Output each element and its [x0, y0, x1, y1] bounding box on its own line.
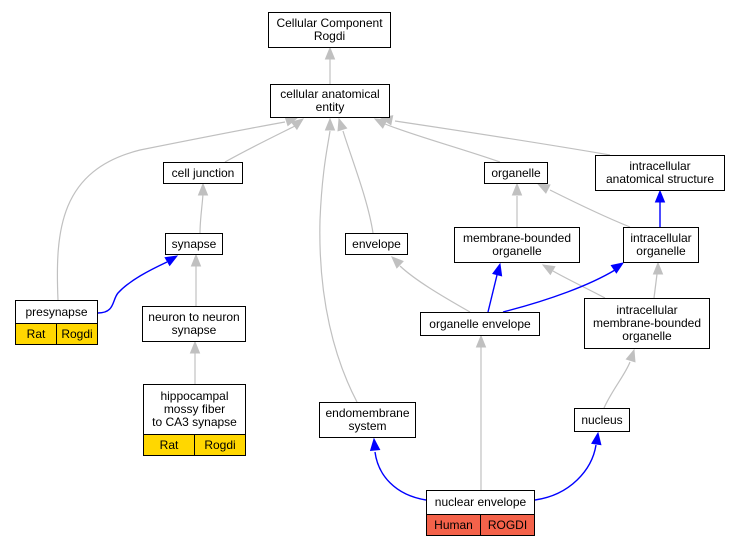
arrowhead — [290, 118, 305, 131]
node-label: nuclear envelope — [434, 495, 527, 509]
node-cellular-anatomical-entity[interactable]: cellular anatomical entity — [270, 84, 390, 118]
node-label: envelope — [352, 236, 401, 251]
node-nuclear-envelope[interactable]: nuclear envelope Human ROGDI — [426, 490, 535, 536]
node-cellular-component-root[interactable]: Cellular Component Rogdi — [268, 12, 391, 48]
node-label: organelle — [491, 165, 541, 180]
node-organelle[interactable]: organelle — [484, 162, 548, 184]
edge-organelle-to-cae — [373, 118, 501, 163]
node-label: endomembrane system — [325, 406, 410, 433]
node-endomembrane-system[interactable]: endomembrane system — [319, 402, 416, 438]
node-label: membrane-bounded organelle — [462, 231, 572, 258]
edge-ne-to-nucleus — [534, 431, 602, 501]
node-synapse[interactable]: synapse — [165, 233, 223, 255]
node-presynapse[interactable]: presynapse Rat Rogdi — [15, 300, 98, 345]
node-label: cellular anatomical entity — [280, 87, 380, 114]
arrowhead — [324, 46, 336, 60]
edges — [56, 46, 666, 501]
node-label: Cellular Component Rogdi — [276, 16, 383, 43]
node-intracellular-anatomical-structure[interactable]: intracellular anatomical structure — [595, 155, 725, 191]
arrowhead — [475, 334, 487, 348]
node-neuron-to-neuron-synapse[interactable]: neuron to neuron synapse — [142, 306, 246, 342]
arrowhead — [164, 255, 179, 267]
species-tag: Rat — [159, 438, 179, 452]
node-envelope[interactable]: envelope — [345, 233, 408, 255]
arrowhead — [324, 117, 336, 131]
edge-io-to-organelle — [536, 183, 631, 228]
edge-ne-to-oe — [475, 334, 487, 490]
node-label: synapse — [171, 236, 217, 251]
edge-endo-to-cae — [319, 117, 358, 403]
arrowhead — [190, 253, 202, 267]
edge-celljunction-to-cae — [224, 118, 305, 163]
arrowhead — [373, 118, 388, 129]
node-hippocampal-mossy-fiber-to-ca3-synapse[interactable]: hippocampal mossy fiber to CA3 synapse R… — [143, 384, 246, 456]
arrowhead — [652, 261, 664, 275]
edge-imbo-to-mbo — [541, 264, 606, 299]
species-gene-tags: Rat Rogdi — [16, 323, 97, 344]
arrowhead — [492, 262, 503, 277]
edge-imbo-to-io — [652, 261, 664, 299]
arrowhead — [511, 182, 523, 196]
node-intracellular-membrane-bounded-organelle[interactable]: intracellular membrane-bounded organelle — [584, 298, 710, 349]
edge-presynapse-to-synapse — [97, 255, 179, 314]
species-tag: Human — [434, 518, 473, 532]
gene-tag: ROGDI — [480, 515, 534, 535]
edge-cae-to-root — [324, 46, 336, 84]
node-label: intracellular anatomical structure — [605, 159, 715, 186]
edge-oe-to-io-blue — [502, 262, 625, 313]
edge-synapse-to-celljunction — [197, 182, 209, 234]
edge-ntn-to-synapse — [190, 253, 202, 306]
species-gene-tags: Human ROGDI — [427, 514, 534, 535]
edge-mbo-to-organelle — [511, 182, 523, 227]
node-label: intracellular organelle — [630, 231, 692, 258]
arrowhead — [654, 189, 666, 203]
arrowhead — [536, 183, 551, 194]
node-label: neuron to neuron synapse — [148, 310, 240, 337]
node-label: intracellular membrane-bounded organelle — [592, 303, 702, 343]
arrowhead — [591, 431, 602, 446]
arrowhead — [610, 262, 625, 274]
edge-ne-to-endo — [369, 437, 427, 501]
arrowhead — [625, 348, 636, 363]
node-label: cell junction — [171, 165, 235, 180]
edge-ias-to-io-blue — [654, 189, 666, 227]
gene-tag: Rogdi — [56, 324, 97, 344]
edge-hmf-to-ntn — [189, 340, 201, 384]
node-label: presynapse — [25, 304, 88, 319]
arrowhead — [541, 264, 556, 276]
arrowhead — [391, 256, 404, 269]
arrowhead — [369, 437, 381, 452]
node-organelle-envelope[interactable]: organelle envelope — [420, 312, 540, 336]
node-label: hippocampal mossy fiber to CA3 synapse — [152, 389, 237, 429]
edge-oe-to-mbo-blue — [487, 262, 503, 313]
node-intracellular-organelle[interactable]: intracellular organelle — [623, 227, 699, 263]
node-membrane-bounded-organelle[interactable]: membrane-bounded organelle — [454, 227, 580, 263]
gene-tag: Rogdi — [194, 435, 245, 455]
node-label: organelle envelope — [429, 316, 531, 331]
node-nucleus[interactable]: nucleus — [574, 408, 630, 432]
arrowhead — [189, 340, 201, 354]
node-label: nucleus — [581, 412, 623, 427]
edge-oe-to-envelope — [391, 256, 471, 313]
edge-envelope-to-cae — [337, 117, 374, 234]
arrowhead — [337, 117, 348, 132]
species-tag: Rat — [26, 327, 46, 341]
arrowhead — [197, 182, 209, 196]
edge-nucleus-to-imbo — [603, 348, 636, 409]
node-cell-junction[interactable]: cell junction — [163, 162, 243, 184]
species-gene-tags: Rat Rogdi — [144, 434, 245, 455]
